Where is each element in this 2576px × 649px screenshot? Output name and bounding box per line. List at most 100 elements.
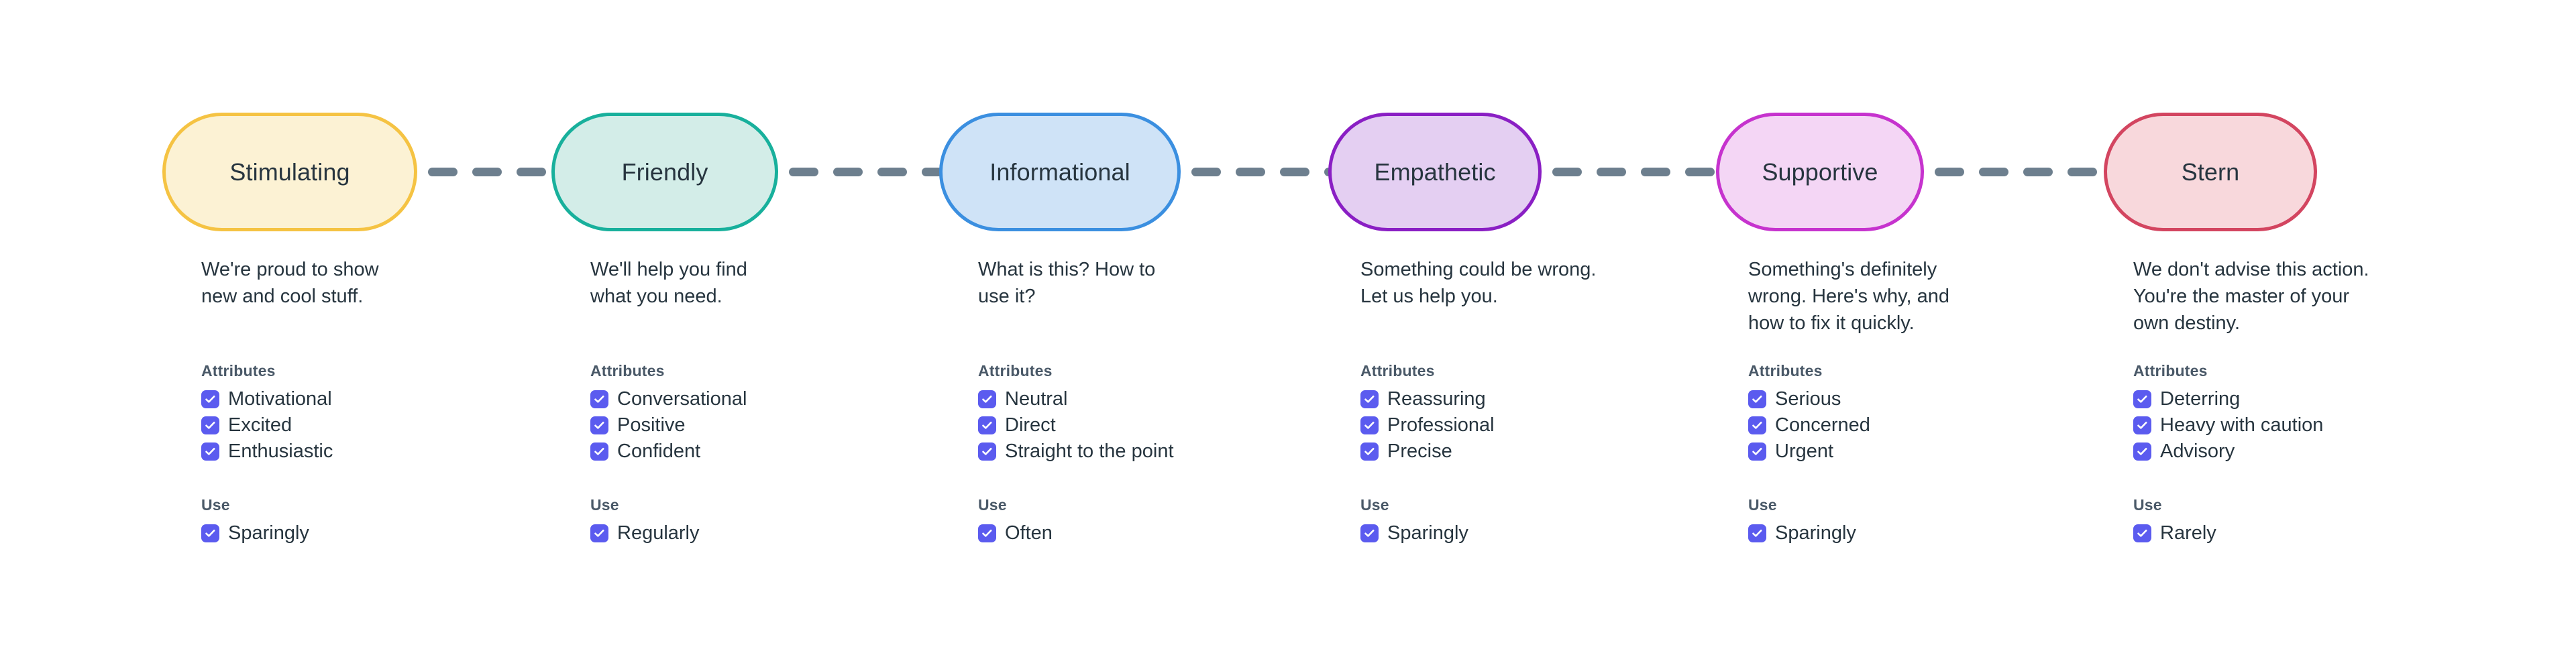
checkbox-checked[interactable]	[978, 416, 996, 434]
checkbox-checked[interactable]	[201, 442, 219, 461]
tone-pill[interactable]: Supportive	[1716, 113, 1924, 231]
tone-pill[interactable]: Stern	[2104, 113, 2317, 231]
checkbox-checked[interactable]	[978, 442, 996, 461]
attributes-item[interactable]: Excited	[201, 412, 537, 438]
attributes-item-label: Straight to the point	[1005, 440, 1174, 462]
attributes-item[interactable]: Serious	[1748, 386, 2084, 412]
attributes-item[interactable]: Professional	[1360, 412, 1696, 438]
use-heading: Use	[1360, 496, 1389, 514]
use-item[interactable]: Sparingly	[1360, 520, 1696, 546]
use-item-label: Sparingly	[1387, 522, 1468, 544]
attributes-item[interactable]: Urgent	[1748, 438, 2084, 465]
checkbox-checked[interactable]	[590, 524, 608, 542]
attributes-heading: Attributes	[978, 362, 1053, 379]
tone-description: What is this? How to use it?	[978, 259, 1156, 307]
checkbox-checked[interactable]	[1360, 416, 1379, 434]
use-item[interactable]: Sparingly	[1748, 520, 2084, 546]
check-icon	[1364, 448, 1375, 455]
attributes-heading: Attributes	[1360, 362, 1435, 379]
tone-pill[interactable]: Friendly	[551, 113, 778, 231]
check-icon	[205, 396, 215, 403]
attributes-item-label: Concerned	[1775, 414, 1870, 436]
check-icon	[982, 422, 992, 429]
attributes-item[interactable]: Enthusiastic	[201, 438, 537, 465]
checkbox-checked[interactable]	[590, 442, 608, 461]
checkbox-checked[interactable]	[1360, 442, 1379, 461]
connector-dash	[2023, 167, 2053, 176]
tone-pill[interactable]: Informational	[939, 113, 1181, 231]
checkbox-checked[interactable]	[590, 390, 608, 408]
connector-dash	[1280, 167, 1309, 176]
check-icon	[2137, 448, 2147, 455]
use-heading: Use	[590, 496, 619, 514]
checkbox-checked[interactable]	[2133, 416, 2151, 434]
checkbox-checked[interactable]	[1360, 524, 1379, 542]
connector-dash	[1935, 167, 1964, 176]
attributes-item[interactable]: Reassuring	[1360, 386, 1696, 412]
use-item[interactable]: Sparingly	[201, 520, 537, 546]
tone-pill[interactable]: Stimulating	[162, 113, 417, 231]
attributes-item[interactable]: Conversational	[590, 386, 926, 412]
use-item[interactable]: Rarely	[2133, 520, 2469, 546]
checkbox-checked[interactable]	[201, 524, 219, 542]
checkbox-checked[interactable]	[1360, 390, 1379, 408]
attributes-item[interactable]: Positive	[590, 412, 926, 438]
check-icon	[594, 422, 604, 429]
checkbox-checked[interactable]	[1748, 442, 1766, 461]
use-item-label: Sparingly	[1775, 522, 1856, 544]
tone-pill-label: Informational	[989, 158, 1130, 186]
connector-dash	[1641, 167, 1670, 176]
attributes-item[interactable]: Heavy with caution	[2133, 412, 2469, 438]
checkbox-checked[interactable]	[2133, 442, 2151, 461]
attributes-item-label: Professional	[1387, 414, 1495, 436]
checkbox-checked[interactable]	[1748, 524, 1766, 542]
attributes-item[interactable]: Straight to the point	[978, 438, 1313, 465]
attributes-item-label: Direct	[1005, 414, 1056, 436]
checkbox-checked[interactable]	[590, 416, 608, 434]
tone-description: Something's definitely wrong. Here's why…	[1748, 259, 1949, 334]
check-icon	[205, 448, 215, 455]
attributes-item[interactable]: Advisory	[2133, 438, 2469, 465]
use-item-label: Sparingly	[228, 522, 309, 544]
attributes-item[interactable]: Precise	[1360, 438, 1696, 465]
connector-dash	[1552, 167, 1582, 176]
check-icon	[1364, 396, 1375, 403]
connector-dash	[1236, 167, 1265, 176]
check-icon	[1752, 396, 1762, 403]
checkbox-checked[interactable]	[2133, 524, 2151, 542]
attributes-item[interactable]: Confident	[590, 438, 926, 465]
attributes-item[interactable]: Direct	[978, 412, 1313, 438]
use-heading: Use	[1748, 496, 1777, 514]
tone-pill-label: Supportive	[1762, 158, 1878, 186]
checkbox-checked[interactable]	[978, 390, 996, 408]
tone-pill[interactable]: Empathetic	[1328, 113, 1542, 231]
check-icon	[594, 448, 604, 455]
checkbox-checked[interactable]	[2133, 390, 2151, 408]
attributes-item-label: Advisory	[2160, 440, 2235, 462]
attributes-item[interactable]: Deterring	[2133, 386, 2469, 412]
attributes-item[interactable]: Concerned	[1748, 412, 2084, 438]
use-item[interactable]: Often	[978, 520, 1313, 546]
attributes-item[interactable]: Neutral	[978, 386, 1313, 412]
check-icon	[205, 422, 215, 429]
attributes-item-label: Excited	[228, 414, 292, 436]
checkbox-checked[interactable]	[978, 524, 996, 542]
checkbox-checked[interactable]	[201, 390, 219, 408]
checkbox-checked[interactable]	[1748, 390, 1766, 408]
check-icon	[594, 396, 604, 403]
attributes-item[interactable]: Motivational	[201, 386, 537, 412]
dashed-connector	[789, 166, 951, 177]
checkbox-checked[interactable]	[1748, 416, 1766, 434]
checkbox-checked[interactable]	[201, 416, 219, 434]
use-item[interactable]: Regularly	[590, 520, 926, 546]
